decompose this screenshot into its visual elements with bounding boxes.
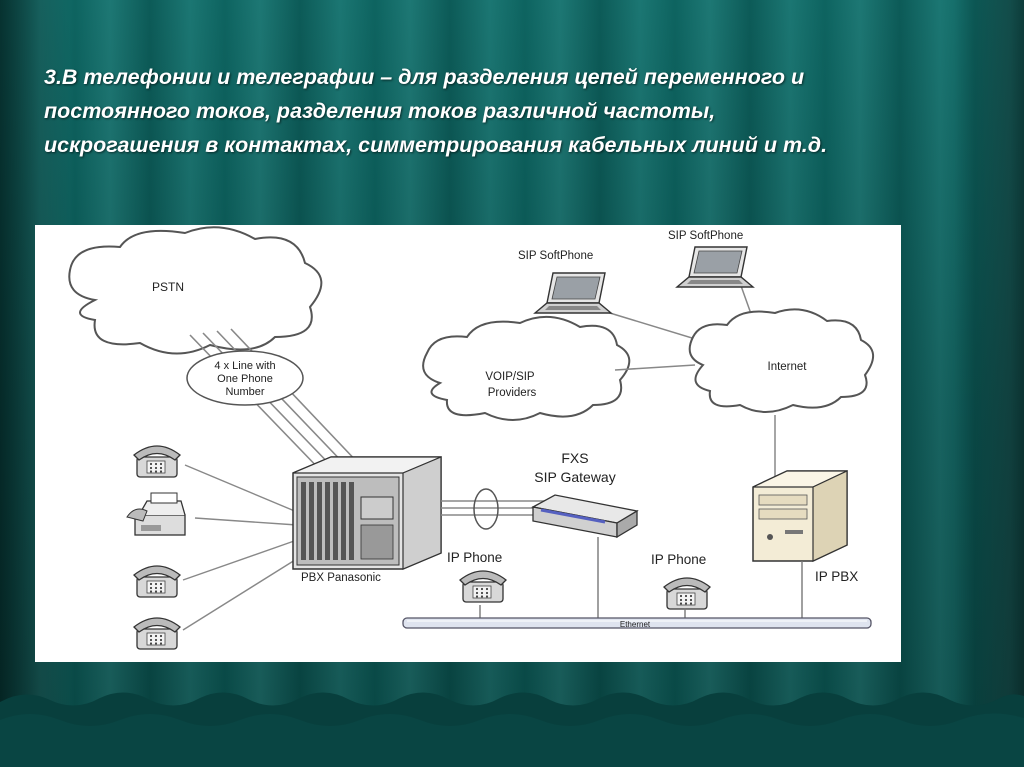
line-bundle-label-3: Number [225,386,264,398]
ip-phone-2-icon [663,577,711,610]
sip-gateway-icon [531,494,639,539]
phone-icon [133,445,181,478]
pbx-gateway-lines [441,500,545,516]
laptop-icon [676,246,754,288]
ip-phone-1-icon [459,570,507,603]
line-bundle-label-1: 4 x Line with [214,360,275,372]
pstn-label: PSTN [152,280,184,294]
title-line-3: искрогашения в контактах, симметрировани… [44,133,828,157]
pstn-cloud: PSTN [68,226,323,355]
internet-label: Internet [768,361,808,373]
ip-phone-1-label: IP Phone [447,550,502,565]
title-line-2: постоянного токов, разделения токов разл… [44,99,716,123]
ip-pbx-server-icon [752,470,848,562]
pbx-panasonic-label: PBX Panasonic [301,572,381,584]
pbx-panasonic-icon [292,456,442,570]
line-bundle-ellipse: 4 x Line with One Phone Number [186,350,304,406]
ethernet-drops [479,537,803,618]
ethernet-label: Ethernet [620,620,651,629]
ip-pbx-label: IP PBX [815,569,858,584]
providers-label: Providers [488,387,537,399]
internet-cloud: Internet [688,308,874,413]
phone-lines [182,464,304,631]
line-bundle-label-2: One Phone [217,373,273,385]
phone-icon [133,617,181,650]
curtain-bottom-folds [0,692,1024,767]
sip-gateway-label: SIP Gateway [534,469,615,485]
softphone-1-label: SIP SoftPhone [518,250,593,262]
phone-icon [133,565,181,598]
fxs-label: FXS [561,450,588,466]
voip-sip-providers-cloud: VOIP/SIP Providers [422,315,631,421]
line-group-ellipse [473,488,499,530]
title-line-1: 3.В телефонии и телеграфии – для разделе… [44,65,805,89]
voip-label: VOIP/SIP [485,371,535,383]
laptop-icon [534,272,612,314]
slide-title: 3.В телефонии и телеграфии – для разделе… [44,60,984,162]
softphone-2-label: SIP SoftPhone [668,230,743,242]
fax-icon [126,492,186,536]
ip-phone-2-label: IP Phone [651,552,706,567]
ethernet-bus: Ethernet [402,617,872,629]
network-diagram: PSTN 4 x Line with One Phone Number [35,225,901,662]
curtain-shadow-right [954,0,1024,767]
